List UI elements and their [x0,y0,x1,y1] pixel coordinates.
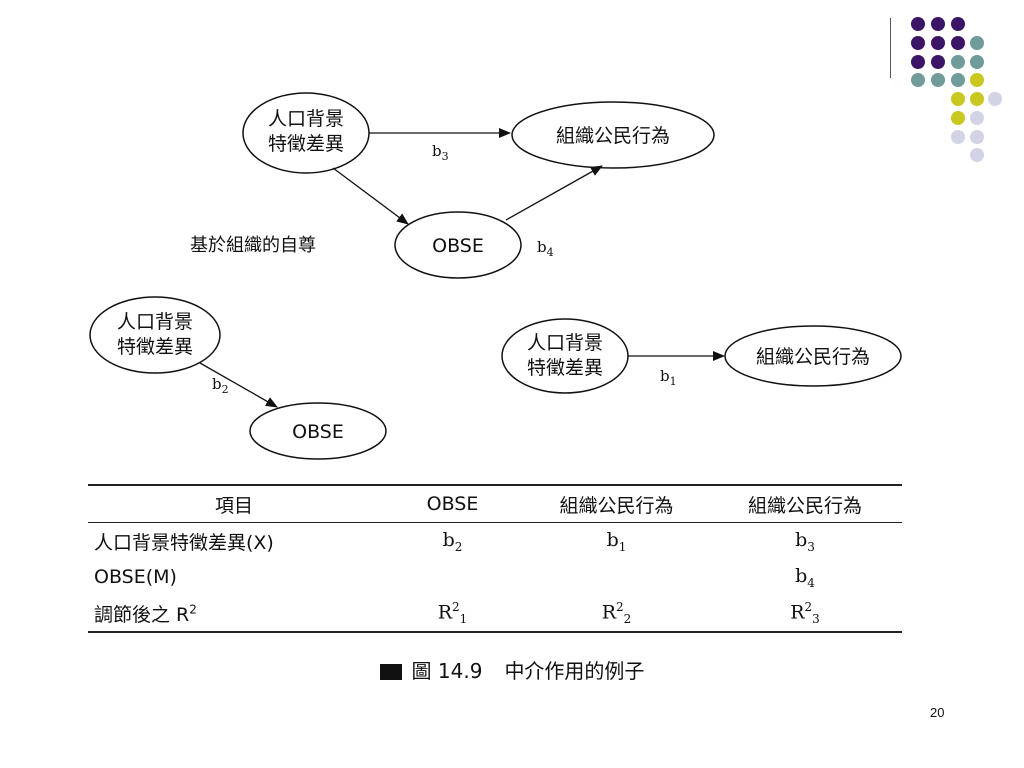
row-label: 人口背景特徵差異(X) [94,531,274,554]
decorative-dot [911,73,925,87]
decorative-dot [988,92,1002,106]
decorative-dot [911,17,925,31]
path-label-b3: b3 [432,142,449,163]
figure-title: 中介作用的例子 [504,659,645,683]
mediation-diagram: 人口背景 特徵差異 組織公民行為 OBSE 基於組織的自尊 b3 b4 人口背景… [89,92,902,460]
decorative-dot [951,92,965,106]
table-cell: R21 [380,595,525,633]
decorative-dot [951,130,965,144]
decorative-dot [951,36,965,50]
demographic-oval [89,296,221,374]
path-label-b4: b4 [537,238,554,259]
decorative-dot [970,130,984,144]
table-cell: R23 [708,595,902,633]
table-row: OBSE(M) b4 [88,559,902,595]
decorative-dot [970,148,984,162]
column-header: OBSE [380,484,525,523]
arrow-obse-to-citizenship [505,165,603,221]
page-number: 20 [930,705,945,720]
figure-icon [379,664,402,680]
table-row: 人口背景特徵差異(X) b2 b1 b3 [88,523,902,560]
oval-label: 特徵差異 [527,357,603,379]
decorative-dot [970,55,984,69]
oval-label: OBSE [432,235,484,257]
decorative-dot [970,36,984,50]
decorative-dot [911,36,925,50]
obse-oval [394,211,522,279]
obse-side-label: 基於組織的自尊 [190,235,316,256]
decorative-dot [931,55,945,69]
oval-label: OBSE [292,421,344,443]
obse-oval [249,402,387,460]
decorative-dot [951,73,965,87]
table-cell: b1 [606,528,627,554]
row-label: 調節後之 R2 [88,595,380,633]
table-cell: b2 [442,528,463,554]
table-cell [525,559,708,595]
row-label: OBSE(M) [94,566,177,588]
oval-label: 人口背景 [527,332,603,354]
decorative-dot-grid [911,17,1002,162]
demographic-oval [501,318,629,394]
decorative-dot [951,55,965,69]
oval-label: 特徵差異 [268,133,344,155]
oval-label: 人口背景 [268,108,344,130]
path-label-b2: b2 [212,375,229,396]
path-label-b1: b1 [660,367,677,388]
decorative-dot [911,55,925,69]
arrow-demographic-to-obse [332,167,409,225]
divider-line [890,18,891,78]
decorative-dot [951,111,965,125]
arrow-b2 [199,362,278,408]
decorative-dot [970,92,984,106]
decorative-dot [931,36,945,50]
oval-label: 組織公民行為 [556,125,670,147]
table-cell [380,559,525,595]
figure-number: 圖 14.9 [411,659,483,683]
column-header: 組織公民行為 [708,484,902,523]
citizenship-oval [511,101,715,169]
column-header: 組織公民行為 [525,484,708,523]
table-cell: b3 [795,528,815,554]
decorative-dot [931,17,945,31]
oval-label: 組織公民行為 [756,346,870,368]
table-header-row: 項目 OBSE 組織公民行為 組織公民行為 [88,484,902,523]
figure-caption: 圖 14.9 中介作用的例子 [0,655,1024,684]
oval-label: 人口背景 [117,311,193,333]
oval-label: 特徵差異 [117,336,193,358]
citizenship-oval [724,325,902,387]
table-cell: b4 [795,564,815,590]
table-cell: R22 [525,595,708,633]
column-header: 項目 [88,484,380,523]
decorative-dot [970,73,984,87]
decorative-dot [931,73,945,87]
decorative-dot [951,17,965,31]
decorative-dot [970,111,984,125]
